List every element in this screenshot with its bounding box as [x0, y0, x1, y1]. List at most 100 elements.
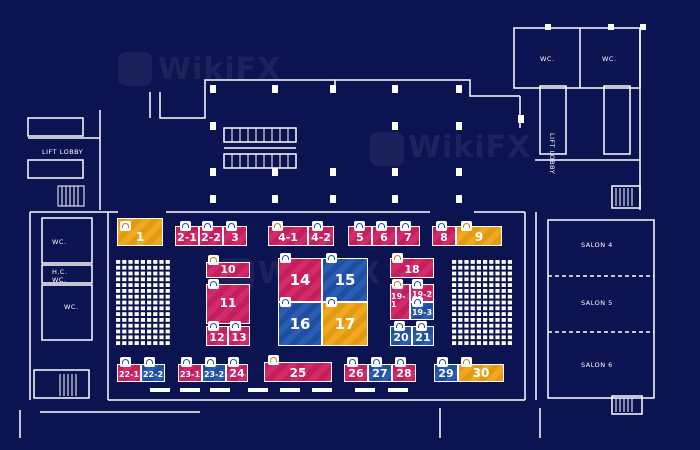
- seat: [495, 335, 500, 340]
- seat: [122, 265, 127, 270]
- seat: [147, 312, 152, 316]
- seat: [507, 306, 512, 311]
- seat: [159, 271, 164, 276]
- seat: [458, 277, 463, 282]
- seat: [458, 306, 463, 311]
- booth-4-1[interactable]: 4-1: [268, 226, 308, 246]
- seat: [470, 300, 475, 305]
- seat: [122, 335, 127, 340]
- booth-21[interactable]: 21: [412, 326, 434, 346]
- booth-14[interactable]: 14: [278, 258, 322, 302]
- booth-10[interactable]: 10: [206, 262, 250, 278]
- booth-15[interactable]: 15: [322, 258, 368, 302]
- seat: [458, 318, 463, 322]
- seat: [140, 300, 145, 305]
- seat: [501, 277, 506, 282]
- seat: [140, 335, 145, 340]
- seat: [495, 289, 500, 293]
- seat: [483, 283, 488, 287]
- seat: [501, 329, 506, 334]
- wc-label: WC.: [64, 303, 79, 311]
- seat: [165, 265, 170, 270]
- seat: [495, 271, 500, 276]
- wifi-icon: [394, 321, 405, 331]
- seat: [470, 294, 475, 299]
- seat: [165, 277, 170, 282]
- booth-19-1[interactable]: 19-1: [390, 284, 410, 320]
- seat: [140, 265, 145, 270]
- seat: [501, 312, 506, 316]
- booth-26[interactable]: 26: [344, 364, 368, 382]
- seat: [159, 283, 164, 287]
- seat: [470, 283, 475, 287]
- seat: [452, 260, 457, 264]
- seat: [495, 329, 500, 334]
- seat: [140, 271, 145, 276]
- seat: [116, 335, 121, 340]
- wifi-icon: [354, 221, 365, 231]
- seat: [501, 283, 506, 287]
- seat: [159, 341, 164, 345]
- watermark-text: WikiFX: [408, 130, 532, 165]
- seat: [483, 294, 488, 299]
- wifi-icon: [180, 221, 191, 231]
- seat: [128, 260, 133, 264]
- seat: [483, 300, 488, 305]
- seat: [134, 271, 139, 276]
- seat: [153, 323, 158, 328]
- seat: [470, 260, 475, 264]
- seat: [489, 318, 494, 322]
- seat: [165, 312, 170, 316]
- booth-17[interactable]: 17: [322, 302, 368, 346]
- booth-25[interactable]: 25: [264, 362, 332, 382]
- seat: [116, 306, 121, 311]
- hc-wc-label: H.C.: [52, 268, 68, 276]
- seat: [134, 323, 139, 328]
- seat: [452, 271, 457, 276]
- booth-18[interactable]: 18: [390, 258, 434, 278]
- seat: [122, 341, 127, 345]
- seat: [147, 323, 152, 328]
- wifi-icon: [120, 357, 131, 367]
- seat: [495, 277, 500, 282]
- seat: [495, 341, 500, 345]
- wifi-icon: [412, 297, 423, 307]
- seat: [495, 306, 500, 311]
- seat: [153, 283, 158, 287]
- seat: [116, 312, 121, 316]
- wifi-icon: [208, 279, 219, 289]
- seat: [483, 260, 488, 264]
- salon-4-label: SALON 4: [581, 241, 613, 249]
- seat: [476, 335, 481, 340]
- seat: [483, 312, 488, 316]
- wifi-icon: [280, 253, 291, 263]
- seat: [116, 318, 121, 322]
- seat: [140, 323, 145, 328]
- seat: [470, 318, 475, 322]
- seat: [159, 300, 164, 305]
- booth-30[interactable]: 30: [458, 364, 504, 382]
- booth-16[interactable]: 16: [278, 302, 322, 346]
- seat: [122, 283, 127, 287]
- seat: [489, 289, 494, 293]
- wifi-icon: [226, 221, 237, 231]
- seat: [507, 335, 512, 340]
- seat: [458, 294, 463, 299]
- seat: [470, 323, 475, 328]
- booth-7[interactable]: 7: [396, 226, 420, 246]
- seat: [134, 318, 139, 322]
- seat: [470, 306, 475, 311]
- booth-9[interactable]: 9: [456, 226, 502, 246]
- booth-2-2[interactable]: 2-2: [199, 226, 223, 246]
- seat: [140, 341, 145, 345]
- seat: [134, 312, 139, 316]
- seat: [153, 260, 158, 264]
- booth-24[interactable]: 24: [226, 364, 248, 382]
- wifi-icon: [280, 297, 291, 307]
- wc-label: WC.: [52, 238, 67, 246]
- booth-11[interactable]: 11: [206, 284, 250, 324]
- seat: [116, 283, 121, 287]
- wifi-icon: [312, 221, 323, 231]
- wifi-icon: [144, 357, 155, 367]
